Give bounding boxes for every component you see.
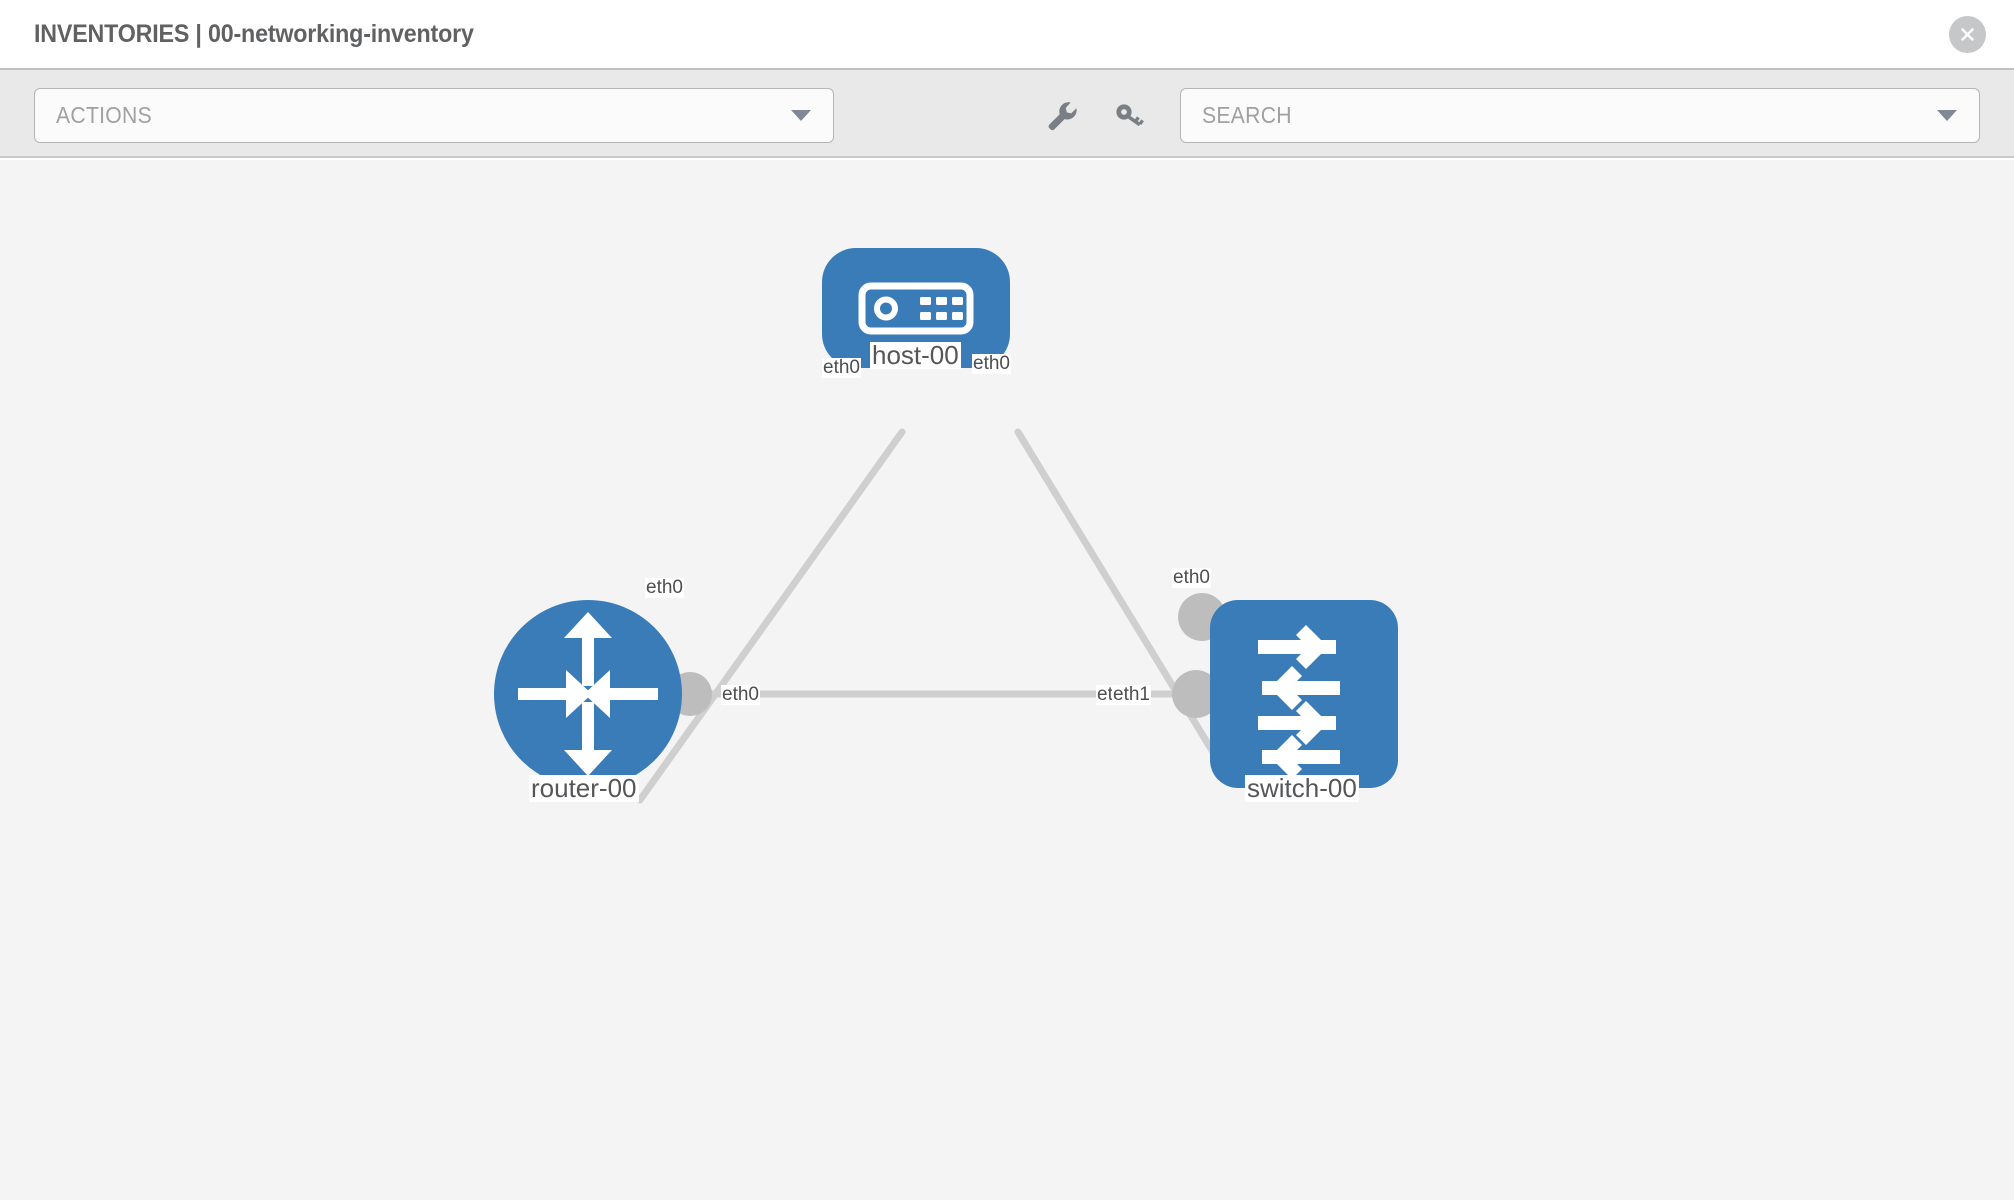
chevron-down-icon	[1937, 110, 1957, 121]
topology-canvas[interactable]: eth0 eth0 eth0 eth0 eth0 eth0 eth1 host-…	[0, 160, 2014, 1200]
iface-label-switch-router: eth1	[1112, 684, 1151, 705]
switch-arrows-icon	[1258, 625, 1340, 779]
search-placeholder: SEARCH	[1202, 102, 1292, 128]
server-icon	[858, 282, 974, 335]
node-label-router-00: router-00	[529, 773, 639, 803]
iface-label-host-router: eth0	[822, 357, 861, 378]
iface-label-router-switch: eth0	[721, 684, 760, 705]
wrench-icon[interactable]	[1040, 96, 1084, 136]
connector-switch-west	[1172, 670, 1220, 718]
page-header: INVENTORIES | 00-networking-inventory	[0, 0, 2014, 68]
topology-graph	[494, 248, 1398, 804]
router-arrows-icon	[518, 612, 658, 776]
topology-edges	[636, 428, 1244, 804]
key-icon[interactable]	[1108, 96, 1152, 136]
topology-connectors	[668, 324, 1226, 718]
edge-host-router	[636, 428, 906, 804]
iface-label-host-switch: eth0	[972, 353, 1011, 374]
iface-label-router-host: eth0	[645, 577, 684, 598]
iface-label-switch-host: eth0	[1172, 567, 1211, 588]
node-label-switch-00: switch-00	[1245, 773, 1359, 803]
close-icon[interactable]	[1949, 16, 1986, 53]
node-router-00	[494, 600, 682, 788]
search-input[interactable]: SEARCH	[1180, 88, 1980, 143]
node-switch-00	[1210, 600, 1398, 788]
node-host-00	[822, 248, 1010, 368]
page-title: INVENTORIES | 00-networking-inventory	[34, 19, 474, 48]
actions-dropdown-label: ACTIONS	[56, 102, 152, 128]
toolbar: ACTIONS SEARCH	[0, 68, 2014, 158]
node-label-host-00: host-00	[870, 340, 961, 370]
actions-dropdown[interactable]: ACTIONS	[34, 88, 834, 143]
chevron-down-icon	[791, 110, 811, 121]
edge-host-switch	[1014, 428, 1234, 784]
